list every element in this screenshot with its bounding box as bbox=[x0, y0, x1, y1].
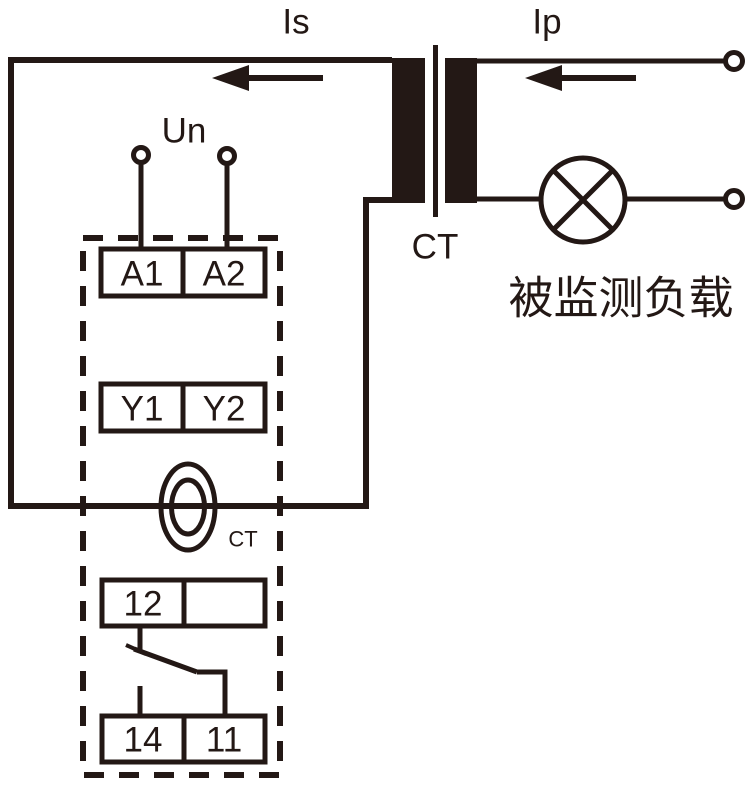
terminal-a1-label: A1 bbox=[121, 255, 164, 294]
ct-transformer-primary-bar bbox=[445, 58, 477, 203]
terminal-11-label: 11 bbox=[206, 721, 242, 760]
ct-transformer-secondary-bar bbox=[392, 58, 425, 203]
terminal-block-y1-y2: Y1 Y2 bbox=[98, 381, 268, 434]
un-terminal-left bbox=[131, 145, 151, 165]
ip-current-arrow-icon bbox=[525, 65, 636, 91]
is-label: Is bbox=[282, 3, 309, 42]
terminal-y1-label: Y1 bbox=[121, 390, 164, 429]
primary-terminal-top bbox=[723, 50, 745, 72]
primary-terminal-bottom bbox=[723, 188, 745, 210]
ct-coil-label: CT bbox=[228, 527, 257, 552]
ct-transformer-label: CT bbox=[412, 228, 459, 267]
terminal-12-label: 12 bbox=[124, 585, 163, 624]
ip-label: Ip bbox=[532, 3, 561, 42]
un-label: Un bbox=[162, 112, 207, 151]
changeover-contact bbox=[125, 626, 228, 717]
monitored-load-label: 被监测负载 bbox=[508, 273, 733, 324]
contact-blade bbox=[133, 646, 198, 675]
terminal-a2-label: A2 bbox=[203, 255, 246, 294]
relay-device-outline bbox=[80, 235, 283, 778]
contact-wire-to-11 bbox=[197, 669, 228, 717]
terminal-block-14-11: 14 11 bbox=[99, 713, 268, 765]
ct-coil-icon bbox=[158, 461, 218, 553]
is-current-arrow-icon bbox=[212, 65, 323, 91]
terminal-14-label: 14 bbox=[124, 721, 163, 760]
monitored-load-lamp-icon bbox=[538, 155, 628, 245]
terminal-block-a1-a2: A1 A2 bbox=[98, 246, 268, 299]
un-terminal-right bbox=[217, 146, 237, 166]
terminal-y2-label: Y2 bbox=[203, 390, 246, 429]
terminal-block-12: 12 bbox=[99, 577, 268, 629]
